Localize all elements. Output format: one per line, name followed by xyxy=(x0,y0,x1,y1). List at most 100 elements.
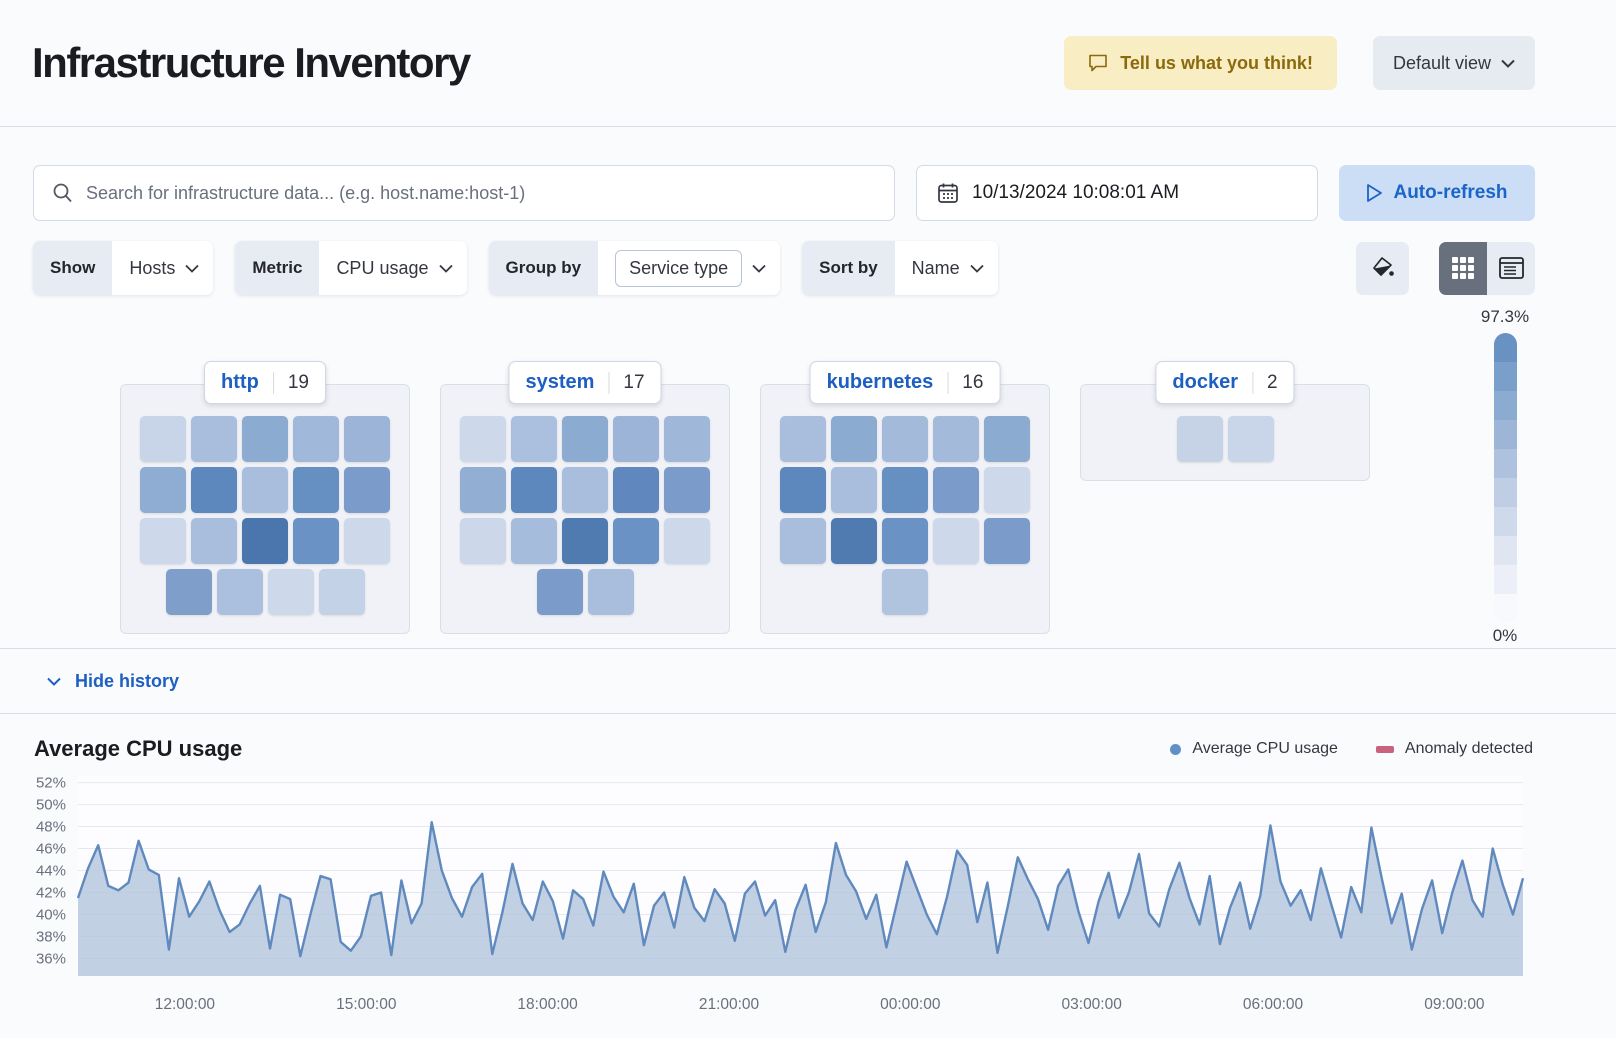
host-tile[interactable] xyxy=(933,416,979,462)
host-tile[interactable] xyxy=(511,416,557,462)
host-tile[interactable] xyxy=(984,416,1030,462)
host-tile[interactable] xyxy=(831,416,877,462)
host-tile[interactable] xyxy=(267,569,314,615)
host-tile[interactable] xyxy=(882,467,928,513)
host-tile[interactable] xyxy=(780,467,826,513)
header-actions: Tell us what you think! Default view xyxy=(1064,36,1535,90)
color-palette-button[interactable] xyxy=(1356,241,1409,295)
legend-item-avg-cpu[interactable]: Average CPU usage xyxy=(1170,740,1338,758)
svg-text:12:00:00: 12:00:00 xyxy=(155,996,216,1013)
host-tile[interactable] xyxy=(165,569,212,615)
view-selector-label: Default view xyxy=(1392,52,1491,73)
group-name-link[interactable]: docker xyxy=(1172,371,1239,393)
host-tile[interactable] xyxy=(664,467,710,513)
host-tile[interactable] xyxy=(536,569,583,615)
svg-text:00:00:00: 00:00:00 xyxy=(880,996,941,1013)
host-tile[interactable] xyxy=(613,467,659,513)
hide-history-link[interactable]: Hide history xyxy=(47,671,179,692)
host-tile[interactable] xyxy=(344,518,390,564)
host-tile[interactable] xyxy=(562,467,608,513)
host-tile[interactable] xyxy=(216,569,263,615)
host-tile[interactable] xyxy=(191,467,237,513)
host-tile[interactable] xyxy=(664,518,710,564)
host-tile[interactable] xyxy=(242,467,288,513)
host-tile[interactable] xyxy=(140,416,186,462)
sort-by-filter[interactable]: Sort by Name xyxy=(802,241,998,295)
table-view-icon xyxy=(1498,257,1524,279)
host-tile[interactable] xyxy=(882,569,928,615)
host-tile[interactable] xyxy=(242,416,288,462)
host-tile[interactable] xyxy=(318,569,365,615)
legend-item-anomaly[interactable]: Anomaly detected xyxy=(1375,740,1533,758)
gradient-step xyxy=(1493,333,1517,362)
host-tile[interactable] xyxy=(562,416,608,462)
host-tile[interactable] xyxy=(460,467,506,513)
host-tile[interactable] xyxy=(344,416,390,462)
host-tile[interactable] xyxy=(933,467,979,513)
host-tile[interactable] xyxy=(293,518,339,564)
cpu-history-section: Average CPU usage Average CPU usage Anom… xyxy=(0,736,1616,1029)
host-tile[interactable] xyxy=(882,416,928,462)
host-tile[interactable] xyxy=(664,416,710,462)
group-by-filter[interactable]: Group by Service type xyxy=(488,241,781,295)
host-tile[interactable] xyxy=(140,467,186,513)
host-tile[interactable] xyxy=(460,416,506,462)
host-tile[interactable] xyxy=(613,416,659,462)
host-tile[interactable] xyxy=(140,518,186,564)
host-tile[interactable] xyxy=(1176,416,1223,462)
host-tile[interactable] xyxy=(984,467,1030,513)
host-tile[interactable] xyxy=(984,518,1030,564)
host-tile[interactable] xyxy=(460,518,506,564)
chevron-down-icon xyxy=(185,264,199,273)
view-selector-button[interactable]: Default view xyxy=(1372,36,1535,90)
host-tile[interactable] xyxy=(587,569,634,615)
host-tile[interactable] xyxy=(191,416,237,462)
search-box[interactable] xyxy=(33,165,895,221)
show-filter[interactable]: Show Hosts xyxy=(33,241,214,295)
host-tile[interactable] xyxy=(831,518,877,564)
svg-text:15:00:00: 15:00:00 xyxy=(336,996,397,1013)
table-view-button[interactable] xyxy=(1487,241,1535,295)
gradient-step xyxy=(1493,536,1517,565)
host-tile[interactable] xyxy=(780,518,826,564)
host-tile[interactable] xyxy=(242,518,288,564)
filter-toolbar: Show Hosts Metric CPU usage Group by Ser… xyxy=(33,241,1535,295)
group-name-link[interactable]: kubernetes xyxy=(826,371,934,393)
legend-item-label: Average CPU usage xyxy=(1192,740,1338,757)
grid-view-button[interactable] xyxy=(1439,241,1487,295)
hide-history-label: Hide history xyxy=(75,670,180,691)
gradient-step xyxy=(1493,565,1517,594)
legend-gradient-bar xyxy=(1493,333,1517,623)
search-input[interactable] xyxy=(86,182,876,204)
sort-by-filter-label: Sort by xyxy=(802,241,895,295)
host-tile[interactable] xyxy=(831,467,877,513)
host-tile[interactable] xyxy=(344,467,390,513)
anomaly-swatch-icon xyxy=(1375,745,1394,753)
host-tile[interactable] xyxy=(933,518,979,564)
date-picker[interactable]: 10/13/2024 10:08:01 AM xyxy=(916,165,1318,221)
host-tile[interactable] xyxy=(562,518,608,564)
feedback-button[interactable]: Tell us what you think! xyxy=(1064,36,1337,90)
svg-text:21:00:00: 21:00:00 xyxy=(699,996,760,1013)
host-tile[interactable] xyxy=(293,467,339,513)
host-tile[interactable] xyxy=(882,518,928,564)
group-by-filter-value[interactable]: Service type xyxy=(615,249,743,287)
host-tile[interactable] xyxy=(293,416,339,462)
metric-filter[interactable]: Metric CPU usage xyxy=(235,241,467,295)
host-tile[interactable] xyxy=(511,518,557,564)
host-tile[interactable] xyxy=(511,467,557,513)
color-legend: 97.3% 0% xyxy=(1460,307,1550,646)
group-name-link[interactable]: http xyxy=(221,371,259,393)
group-name-link[interactable]: system xyxy=(525,371,595,393)
host-tile[interactable] xyxy=(1227,416,1274,462)
host-tile[interactable] xyxy=(780,416,826,462)
host-tile[interactable] xyxy=(613,518,659,564)
auto-refresh-button[interactable]: Auto-refresh xyxy=(1339,165,1535,221)
host-tile[interactable] xyxy=(191,518,237,564)
